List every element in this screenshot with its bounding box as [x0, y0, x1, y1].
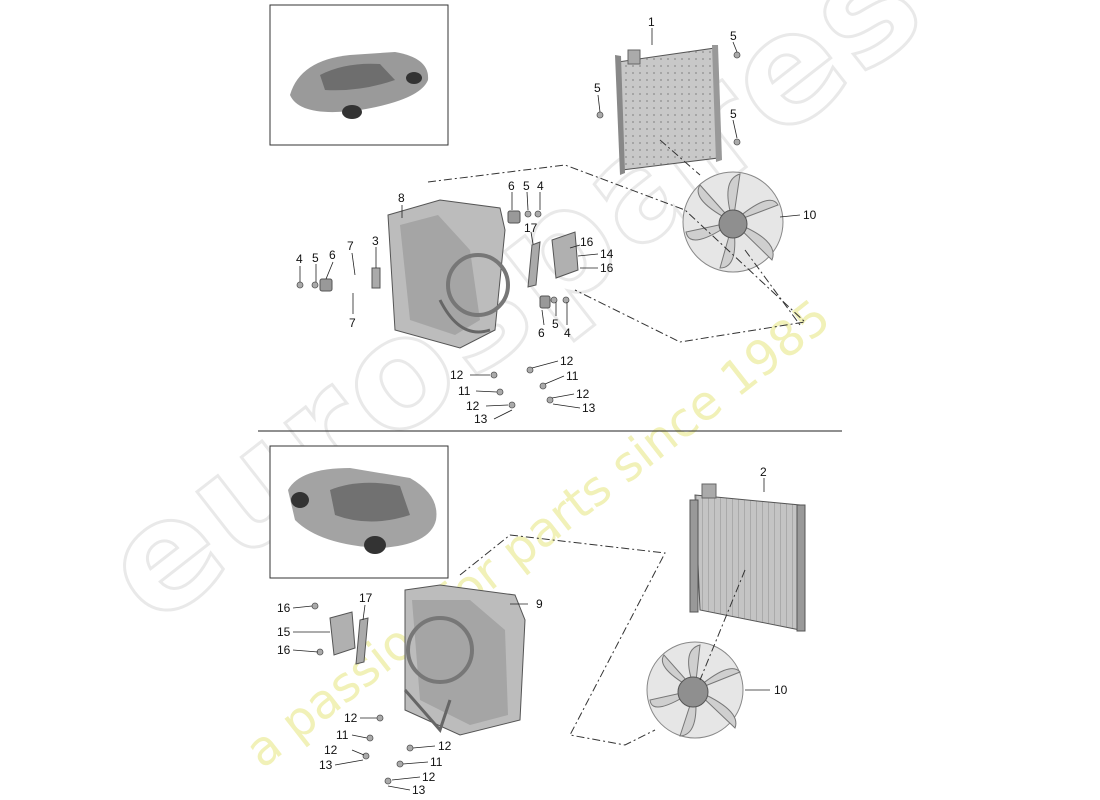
callout-12: 12: [576, 387, 590, 401]
callout-6: 6: [538, 326, 545, 340]
callout-12: 12: [438, 739, 452, 753]
callout-11: 11: [566, 369, 579, 383]
callout-12: 12: [422, 770, 436, 784]
callout-4: 4: [537, 179, 544, 193]
callout-17: 17: [524, 221, 538, 235]
callout-13: 13: [582, 401, 596, 415]
callout-14: 14: [600, 247, 614, 261]
callout-16: 16: [580, 235, 594, 249]
leader-lines-top: [299, 28, 801, 420]
assembly-outline-top: [427, 139, 807, 343]
condenser-part-2: [689, 483, 806, 632]
leader-lines-bottom: [292, 478, 770, 791]
bracket-part-15: [329, 611, 356, 656]
callout-12: 12: [450, 368, 464, 382]
callout-5: 5: [730, 29, 737, 43]
callout-11: 11: [458, 384, 471, 398]
callout-6: 6: [329, 248, 336, 262]
clip-part-3: [371, 267, 381, 289]
bracket-part-17-top: [527, 241, 541, 288]
callout-16: 16: [277, 601, 291, 615]
assembly-outline-bottom: [459, 534, 746, 746]
callout-10: 10: [774, 683, 788, 697]
callout-12: 12: [324, 743, 338, 757]
radiator-part-1: [615, 45, 722, 175]
car-thumbnail-top: [269, 4, 449, 146]
callout-4: 4: [564, 326, 571, 340]
screws-top: [296, 51, 741, 409]
callout-1: 1: [648, 15, 655, 29]
bracket-part-17-bottom: [355, 617, 369, 665]
callout-5: 5: [552, 317, 559, 331]
bracket-part-14: [551, 231, 579, 279]
callout-9: 9: [536, 597, 543, 611]
callout-4: 4: [296, 252, 303, 266]
callout-8: 8: [398, 191, 405, 205]
callout-11: 11: [430, 755, 443, 769]
car-thumbnail-bottom: [269, 445, 449, 579]
callout-13: 13: [412, 783, 426, 797]
fan-part-10-top: [682, 171, 784, 273]
callout-11: 11: [336, 728, 349, 742]
callout-5: 5: [312, 251, 319, 265]
callout-17: 17: [359, 591, 373, 605]
bush-parts-top: [319, 210, 551, 309]
callout-12: 12: [466, 399, 480, 413]
fan-shroud-part-9: [403, 584, 526, 736]
callout-12: 12: [560, 354, 574, 368]
fan-shroud-part-8: [387, 199, 510, 349]
callout-12: 12: [344, 711, 358, 725]
callout-2: 2: [760, 465, 767, 479]
callout-5: 5: [594, 81, 601, 95]
callout-3: 3: [372, 234, 379, 248]
callout-6: 6: [508, 179, 515, 193]
callout-13: 13: [474, 412, 488, 426]
callout-15: 15: [277, 625, 291, 639]
callout-7: 7: [347, 239, 354, 253]
callout-10: 10: [803, 208, 817, 222]
callout-16: 16: [277, 643, 291, 657]
screws-bottom: [311, 602, 414, 785]
callout-labels: 1 5 5 5 8 6 5 4 10 17 16 14 16 7 3 4 5 6…: [277, 15, 817, 797]
callout-16: 16: [600, 261, 614, 275]
callout-13: 13: [319, 758, 333, 772]
callout-5: 5: [730, 107, 737, 121]
fan-part-10-bottom: [646, 641, 744, 739]
callout-5: 5: [523, 179, 530, 193]
callout-7: 7: [349, 316, 356, 330]
